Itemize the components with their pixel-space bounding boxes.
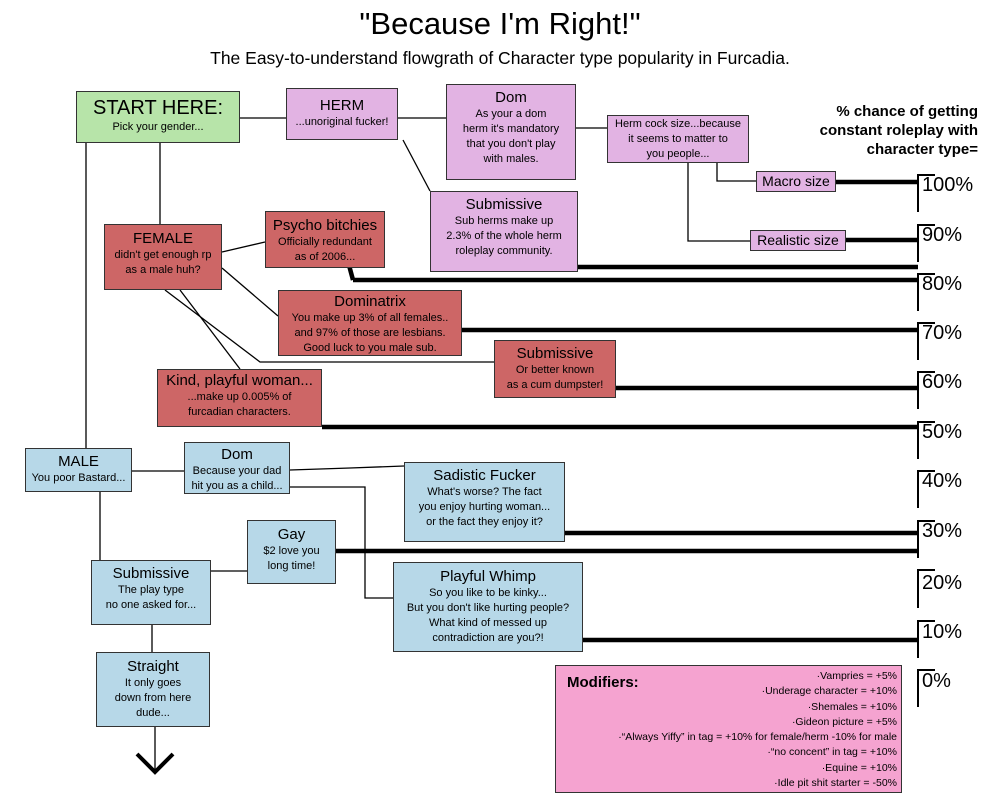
page-subtitle: The Easy-to-understand flowgrath of Char… xyxy=(210,48,790,68)
kind-woman-heading: Kind, playful woman... xyxy=(166,372,313,389)
modifier-item: ·Gideon picture = +5% xyxy=(791,715,897,728)
percent-label: 90% xyxy=(922,224,963,246)
psycho-box: Psycho bitchies Officially redundant as … xyxy=(265,211,385,268)
modifiers-box: Modifiers: ·Vampries = +5% ·Underage cha… xyxy=(555,665,902,793)
sadistic-box: Sadistic Fucker What's worse? The fact y… xyxy=(404,462,565,542)
kind-woman-text: ...make up 0.005% of furcadian character… xyxy=(187,391,292,418)
percent-label: 20% xyxy=(922,572,963,594)
male-dom-heading: Dom xyxy=(221,446,253,463)
herm-sub-box: Submissive Sub herms make up 2.3% of the… xyxy=(430,191,578,272)
dominatrix-heading: Dominatrix xyxy=(334,293,406,310)
macro-size-box: Macro size xyxy=(756,171,836,192)
dominatrix-text: You make up 3% of all females.. and 97% … xyxy=(291,312,449,354)
percent-label: 70% xyxy=(922,322,963,344)
herm-dom-box: Dom As your a dom herm it's mandatory th… xyxy=(446,84,576,180)
straight-heading: Straight xyxy=(127,658,179,675)
herm-box: HERM ...unoriginal fucker! xyxy=(286,88,398,140)
male-sub-box: Submissive The play type no one asked fo… xyxy=(91,560,211,625)
straight-text: It only goes down from here dude... xyxy=(114,677,192,719)
herm-cock-size-box: Herm cock size...because it seems to mat… xyxy=(607,115,749,163)
male-box: MALE You poor Bastard... xyxy=(25,448,132,492)
percent-heading: % chance of getting constant roleplay wi… xyxy=(819,103,978,158)
female-text: didn't get enough rp as a male huh? xyxy=(114,249,212,276)
whimp-text: So you like to be kinky... But you don't… xyxy=(406,587,570,644)
female-sub-heading: Submissive xyxy=(516,345,594,362)
modifier-item: ·“no concent” in tag = +10% xyxy=(767,746,897,759)
percent-label: 100% xyxy=(922,174,974,196)
straight-box: Straight It only goes down from here dud… xyxy=(96,652,210,727)
male-heading: MALE xyxy=(58,453,99,470)
psycho-heading: Psycho bitchies xyxy=(272,217,378,234)
percent-label: 40% xyxy=(922,470,963,492)
sadistic-heading: Sadistic Fucker xyxy=(433,467,536,484)
female-box: FEMALE didn't get enough rp as a male hu… xyxy=(104,224,222,290)
herm-dom-heading: Dom xyxy=(495,89,527,106)
herm-dom-text: As your a dom herm it's mandatory that y… xyxy=(462,108,560,165)
percent-label: 0% xyxy=(922,670,951,692)
gay-box: Gay $2 love you long time! xyxy=(247,520,336,584)
male-sub-text: The play type no one asked for... xyxy=(105,584,197,611)
female-heading: FEMALE xyxy=(132,230,193,247)
percent-label: 10% xyxy=(922,621,963,643)
macro-size-heading: Macro size xyxy=(762,173,830,189)
start-box: START HERE: Pick your gender... xyxy=(76,91,240,143)
realistic-size-box: Realistic size xyxy=(750,230,846,251)
modifiers-list: ·Vampries = +5% ·Underage character = +1… xyxy=(618,669,897,791)
modifier-item: ·Shemales = +10% xyxy=(807,700,897,713)
modifier-item: ·Idle pit shit starter = -50% xyxy=(774,777,897,790)
male-sub-heading: Submissive xyxy=(112,565,190,582)
female-sub-box: Submissive Or better known as a cum dump… xyxy=(494,340,616,398)
page-title: "Because I'm Right!" xyxy=(359,6,641,41)
kind-woman-box: Kind, playful woman... ...make up 0.005%… xyxy=(157,369,322,427)
whimp-heading: Playful Whimp xyxy=(440,568,536,585)
herm-sub-text: Sub herms make up 2.3% of the whole herm… xyxy=(446,215,562,257)
male-dom-box: Dom Because your dad hit you as a child.… xyxy=(184,442,290,494)
gay-heading: Gay xyxy=(277,526,306,543)
male-dom-text: Because your dad hit you as a child... xyxy=(191,465,283,492)
female-sub-text: Or better known as a cum dumpster! xyxy=(506,364,604,391)
realistic-size-heading: Realistic size xyxy=(757,232,839,248)
herm-sub-heading: Submissive xyxy=(465,196,543,213)
gay-text: $2 love you long time! xyxy=(263,545,320,572)
percent-label: 80% xyxy=(922,273,963,295)
percent-label: 50% xyxy=(922,421,963,443)
herm-cock-size-text: Herm cock size...because it seems to mat… xyxy=(615,118,741,160)
modifier-item: ·Equine = +10% xyxy=(821,761,897,774)
modifier-item: ·Vampries = +5% xyxy=(816,670,897,682)
whimp-box: Playful Whimp So you like to be kinky...… xyxy=(393,562,583,652)
modifiers-heading: Modifiers: xyxy=(567,674,639,691)
herm-heading: HERM xyxy=(319,97,365,114)
percent-label: 60% xyxy=(922,371,963,393)
dominatrix-box: Dominatrix You make up 3% of all females… xyxy=(278,290,462,356)
male-text: You poor Bastard... xyxy=(31,472,126,484)
modifier-item: ·Underage character = +10% xyxy=(761,685,897,698)
percent-label: 30% xyxy=(922,520,963,542)
sadistic-text: What's worse? The fact you enjoy hurting… xyxy=(418,486,551,528)
start-heading: START HERE: xyxy=(92,97,224,119)
modifier-item: ·“Always Yiffy” in tag = +10% for female… xyxy=(618,731,897,744)
start-text: Pick your gender... xyxy=(112,121,204,133)
psycho-text: Officially redundant as of 2006... xyxy=(278,236,372,263)
herm-text: ...unoriginal fucker! xyxy=(295,116,389,128)
